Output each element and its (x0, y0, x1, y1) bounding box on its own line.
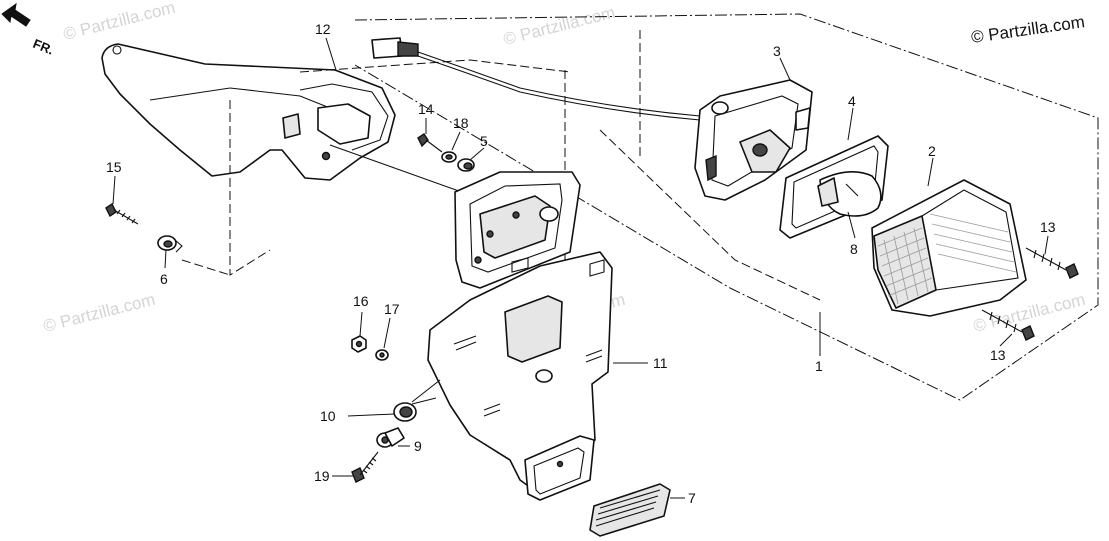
callout-14: 14 (418, 101, 434, 117)
collar-part-9 (376, 427, 405, 448)
watermark-text: © Partzilla.com (41, 290, 157, 336)
wire-harness (371, 37, 701, 121)
mount-guide (229, 100, 271, 276)
callout-12: 12 (315, 21, 331, 37)
nut-part-17 (375, 349, 389, 361)
license-light-housing (454, 171, 581, 289)
callout-17: 17 (384, 301, 400, 317)
screw-part-13 (981, 309, 1035, 341)
screw-part-14 (417, 133, 443, 153)
callout-16: 16 (353, 293, 369, 309)
callout-13: 13 (1040, 219, 1056, 235)
grommet-part-5 (457, 158, 475, 172)
callout-15: 15 (106, 159, 122, 175)
screw-part-13 (1025, 247, 1079, 279)
callout-10: 10 (320, 408, 336, 424)
mount-guide (299, 59, 571, 73)
nut-part-16 (351, 335, 367, 353)
lens-part-2 (871, 179, 1027, 317)
direction-label: FR. (31, 36, 56, 58)
callout-8: 8 (850, 241, 858, 257)
mount-guide (181, 259, 231, 276)
reflector-part-7 (589, 483, 671, 537)
callout-4: 4 (848, 93, 856, 109)
grommet-part-10 (393, 402, 417, 422)
watermark-text: © Partzilla.com (501, 3, 617, 49)
bolt-part-19 (351, 451, 379, 483)
callout-13: 13 (990, 347, 1006, 363)
copyright-text: © Partzilla.com (970, 12, 1086, 47)
callout-6: 6 (160, 271, 168, 287)
assembly-guide (599, 129, 821, 301)
callout-7: 7 (688, 490, 696, 506)
watermark-text: © Partzilla.com (61, 0, 177, 44)
callout-5: 5 (480, 133, 488, 149)
leader-line (411, 397, 437, 405)
callout-labels: 1 2 3 4 5 6 7 8 9 10 11 12 13 13 14 15 1… (106, 21, 1056, 506)
washer-part-18 (441, 151, 457, 163)
assembly-boundary (354, 13, 1099, 401)
bolt-part-15 (105, 202, 139, 225)
callout-11: 11 (653, 355, 668, 371)
callout-leaders (112, 37, 1049, 499)
lamp-base-part-3 (694, 79, 813, 201)
callout-2: 2 (928, 143, 936, 159)
callout-19: 19 (314, 468, 330, 484)
mount-guide (329, 144, 471, 196)
front-arrow-icon: FR. (1, 2, 56, 58)
rear-cowl-part-12 (101, 43, 396, 181)
callout-3: 3 (773, 43, 781, 59)
callout-9: 9 (414, 438, 422, 454)
callout-1: 1 (815, 358, 823, 374)
reflector-mount (524, 435, 595, 501)
collar-part-6 (157, 235, 183, 253)
leader-line (411, 379, 441, 403)
callout-18: 18 (453, 115, 469, 131)
bulb-part-8 (817, 171, 882, 217)
license-bracket-part-11 (427, 251, 613, 497)
